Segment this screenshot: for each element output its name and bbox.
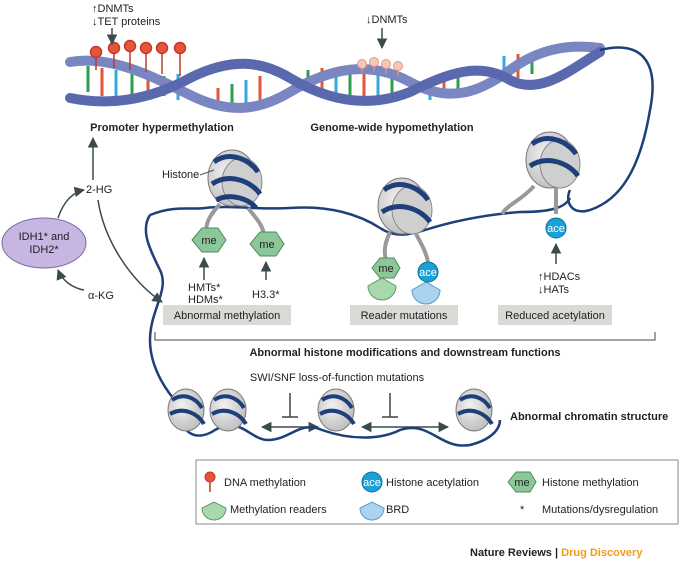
histone-acetylation-icon: ace [361, 471, 383, 493]
h33-label: H3.3* [252, 289, 280, 301]
hmts-label: HMTs* [188, 282, 221, 294]
reduced-acetylation-box [498, 305, 612, 325]
histone-label: Histone [162, 169, 199, 181]
promoter-hypermethylation-label: Promoter hypermethylation [90, 122, 234, 134]
idh2-label: IDH2* [29, 244, 59, 256]
tet-down-label: ↓TET proteins [92, 16, 161, 28]
svg-text:me: me [514, 477, 529, 489]
nucleosome [317, 388, 356, 432]
chromatin-structure-label: Abnormal chromatin structure [510, 411, 668, 423]
methylation-reader-icon [201, 501, 227, 521]
journal-footer: Nature Reviews | Drug Discovery [470, 547, 643, 559]
reader-mutations-box [350, 305, 458, 325]
legend-mutations: Mutations/dysregulation [542, 504, 658, 516]
hats-label: ↓HATs [538, 284, 569, 296]
legend-box [195, 459, 679, 525]
hdacs-label: ↑HDACs [538, 271, 581, 283]
idh-oval [1, 217, 87, 269]
genome-hypomethylation-label: Genome-wide hypomethylation [310, 122, 473, 134]
reduced-acetylation-label: Reduced acetylation [505, 310, 605, 322]
histone-methylation-icon: me [507, 471, 537, 493]
inhibit-icon [282, 393, 298, 418]
histone-modifications-label: Abnormal histone modifications and downs… [249, 347, 560, 359]
svg-text:ace: ace [419, 267, 437, 279]
dnmts-down-label: ↓DNMTs [366, 14, 408, 26]
abnormal-methylation-box [163, 305, 291, 325]
svg-text:ace: ace [547, 223, 565, 235]
nucleosome [209, 388, 248, 432]
chromatin-fiber-left [144, 214, 176, 401]
nucleosome [377, 177, 433, 235]
dna-methylation-marks [89, 39, 403, 76]
legend-methylation-readers: Methylation readers [230, 504, 327, 516]
svg-text:me: me [259, 239, 274, 251]
inhibit-icon [382, 393, 398, 418]
methylation-reader-icon: me [367, 257, 401, 301]
chromatin-fiber-bottom [173, 399, 502, 447]
idh1-label: IDH1* and [19, 231, 70, 243]
svg-text:me: me [378, 263, 393, 275]
hdms-label: HDMs* [188, 294, 224, 306]
histone-methylation-icon: me [191, 227, 227, 253]
brd-icon: ace [411, 261, 441, 305]
nucleosome [167, 388, 206, 432]
nucleosome [525, 131, 581, 189]
abnormal-methylation-label: Abnormal methylation [174, 310, 280, 322]
swi-snf-label: SWI/SNF loss-of-function mutations [250, 372, 425, 384]
bracket [154, 332, 656, 341]
legend-star: * [520, 504, 525, 516]
chromatin-fiber [149, 197, 572, 236]
svg-text:ace: ace [363, 477, 381, 489]
svg-text:me: me [201, 235, 216, 247]
dna-methylation-icon [204, 471, 216, 492]
nucleosome [455, 388, 494, 432]
nucleosome [207, 149, 263, 210]
histone-acetylation-icon: ace [545, 217, 567, 239]
legend-histone-acetylation: Histone acetylation [386, 477, 479, 489]
histone-methylation-icon: me [249, 231, 285, 257]
legend-dna-methylation: DNA methylation [224, 477, 306, 489]
two-hg-label: 2-HG [86, 184, 112, 196]
akg-label: α-KG [88, 290, 114, 302]
dnmts-up-label: ↑DNMTs [92, 3, 134, 15]
legend-histone-methylation: Histone methylation [542, 477, 639, 489]
reader-mutations-label: Reader mutations [361, 310, 448, 322]
brd-icon [359, 501, 385, 521]
legend-brd: BRD [386, 504, 409, 516]
dna-double-helix [65, 41, 654, 213]
